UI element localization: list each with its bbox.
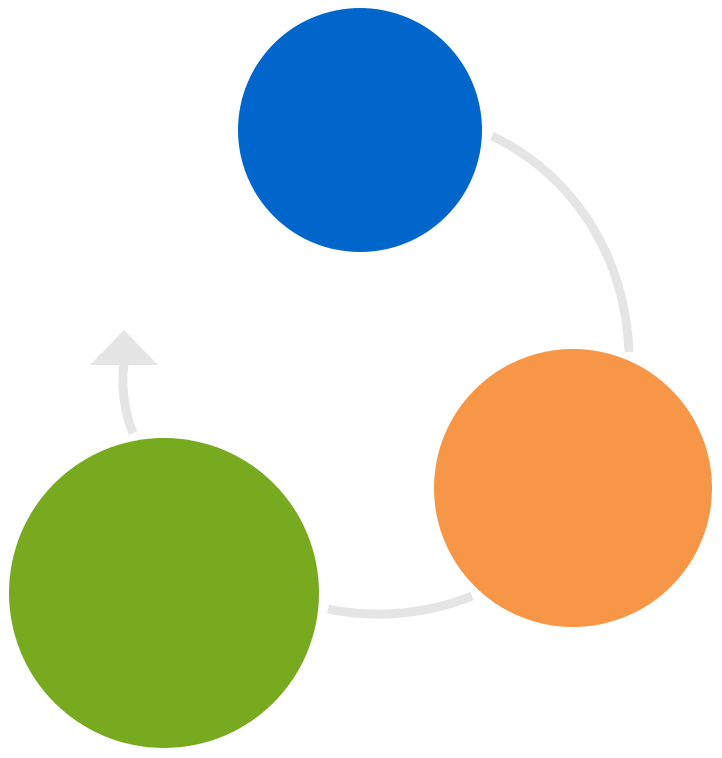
connector-arc-orange-to-green (327, 591, 474, 619)
orange-node (434, 349, 712, 627)
arrow-up-icon (90, 330, 158, 365)
green-node (9, 438, 319, 748)
connector-arc-blue-to-orange (490, 131, 634, 353)
connector-arc-green-to-arrow (118, 362, 138, 435)
blue-node (238, 8, 482, 252)
